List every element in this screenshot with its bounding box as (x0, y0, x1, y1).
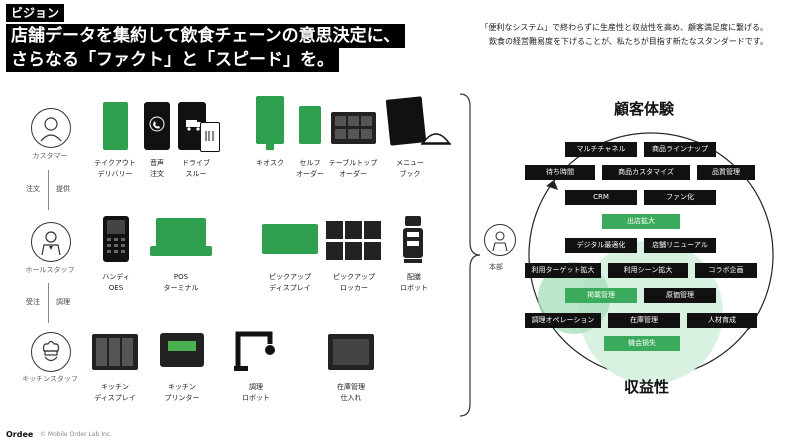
kitchen-printer-icon (160, 333, 204, 367)
label-order: 注文 (26, 185, 40, 193)
customer-icon (31, 108, 71, 148)
pill-inventory-management: 在庫管理 (608, 313, 680, 328)
hq-icon (484, 224, 516, 256)
device-label-pickup-locker: ピックアップ ロッカー (333, 273, 375, 292)
headline-line-1: 店舗データを集約して飲食チェーンの意思決定に、 (6, 24, 406, 48)
pill-fan: ファン化 (644, 190, 716, 205)
pill-collab: コラボ企画 (695, 263, 757, 278)
chef-icon (31, 332, 71, 372)
device-label-pos: POS ターミナル (163, 273, 199, 292)
pill-staff-training: 人材育成 (687, 313, 757, 328)
serving-robot-icon (400, 214, 426, 264)
device-label-table-top: テーブルトップ オーダー (328, 159, 378, 178)
device-label-takeout: テイクアウト デリバリー (94, 159, 136, 178)
device-label-kitchen-display: キッチン ディスプレイ (94, 383, 136, 402)
role-hall-staff: ホールスタッフ (25, 266, 75, 274)
device-label-kitchen-printer: キッチン プリンター (164, 383, 200, 402)
device-label-menu-book: メニュー ブック (396, 159, 424, 178)
title-customer-experience: 顧客体験 (614, 100, 675, 118)
device-label-handy: ハンディ OES (102, 273, 130, 292)
footer-copyright: © Mobile Order Lab Inc. (40, 431, 112, 438)
kiosk-icon (256, 96, 284, 144)
pill-crm: CRM (565, 190, 637, 205)
subtext-line-2: 飲食の経営難易度を下げることが、私たちが目指す新たなスタンダードです。 (488, 37, 768, 46)
kitchen-display-icon (92, 334, 138, 370)
pill-cost-management: 原価管理 (644, 288, 716, 303)
device-label-kiosk: キオスク (256, 159, 284, 167)
takeout-bag-icon (200, 122, 220, 152)
pickup-display-icon (262, 224, 318, 254)
inventory-icon (328, 334, 374, 370)
device-label-cooking-robot: 調理 ロボット (242, 383, 270, 402)
subtext-line-1: 「便利なシステム」で終わらずに生産性と収益性を高め、顧客満足度に繋げる。 (480, 23, 768, 32)
pill-store-renewal: 店舗リニューアル (644, 238, 716, 253)
role-kitchen-staff: キッチンスタッフ (22, 375, 78, 383)
cloche-icon (420, 128, 452, 146)
pill-multichannel: マルチチャネル (565, 142, 637, 157)
device-label-inventory: 在庫管理 仕入れ (337, 383, 365, 402)
bracket (458, 92, 482, 418)
flow-line (48, 283, 49, 323)
pill-product-customize: 商品カスタマイズ (602, 165, 690, 180)
device-label-drive-thru: ドライブ スルー (182, 159, 210, 178)
footer-brand: Ordee (6, 430, 34, 439)
self-order-tablet-icon (299, 106, 321, 144)
device-label-self-order: セルフ オーダー (296, 159, 324, 178)
takeout-device-icon (103, 102, 128, 150)
pill-digital-optimization: デジタル最適化 (565, 238, 637, 253)
pill-cooking-operation: 調理オペレーション (525, 313, 601, 328)
pos-base-icon (150, 246, 212, 256)
role-hq: 本部 (489, 263, 503, 271)
label-receive: 受注 (26, 298, 40, 306)
pill-wait-time: 待ち時間 (525, 165, 595, 180)
vision-tag: ビジョン (6, 4, 65, 22)
pill-opportunity-loss: 機会損失 (604, 336, 680, 351)
headline-line-2: さらなる「ファクト」と「スピード」を。 (6, 48, 339, 72)
hall-staff-icon (31, 222, 71, 262)
label-serve: 提供 (56, 185, 70, 193)
label-cook: 調理 (56, 298, 70, 306)
role-customer: カスタマー (32, 152, 68, 160)
kiosk-stand-icon (266, 140, 274, 150)
pickup-locker-icon (326, 221, 381, 261)
pill-quality-control: 品質管理 (697, 165, 755, 180)
pill-scene-expansion: 利用シーン拡大 (608, 263, 688, 278)
flow-line (48, 170, 49, 210)
cooking-robot-icon (232, 326, 280, 372)
pill-store-expansion: 出店拡大 (602, 214, 680, 229)
title-profitability: 収益性 (624, 378, 670, 396)
table-top-order-icon (331, 112, 376, 144)
handy-terminal-icon (103, 216, 129, 262)
phone-icon (144, 102, 170, 150)
device-label-voice-order: 音声 注文 (150, 159, 164, 178)
pill-listing-management: 掲載管理 (565, 288, 637, 303)
device-label-serving-robot: 配膳 ロボット (400, 273, 428, 292)
pill-target-expansion: 利用ターゲット拡大 (525, 263, 601, 278)
device-label-pickup-display: ピックアップ ディスプレイ (269, 273, 311, 292)
pill-product-lineup: 商品ラインナップ (644, 142, 716, 157)
